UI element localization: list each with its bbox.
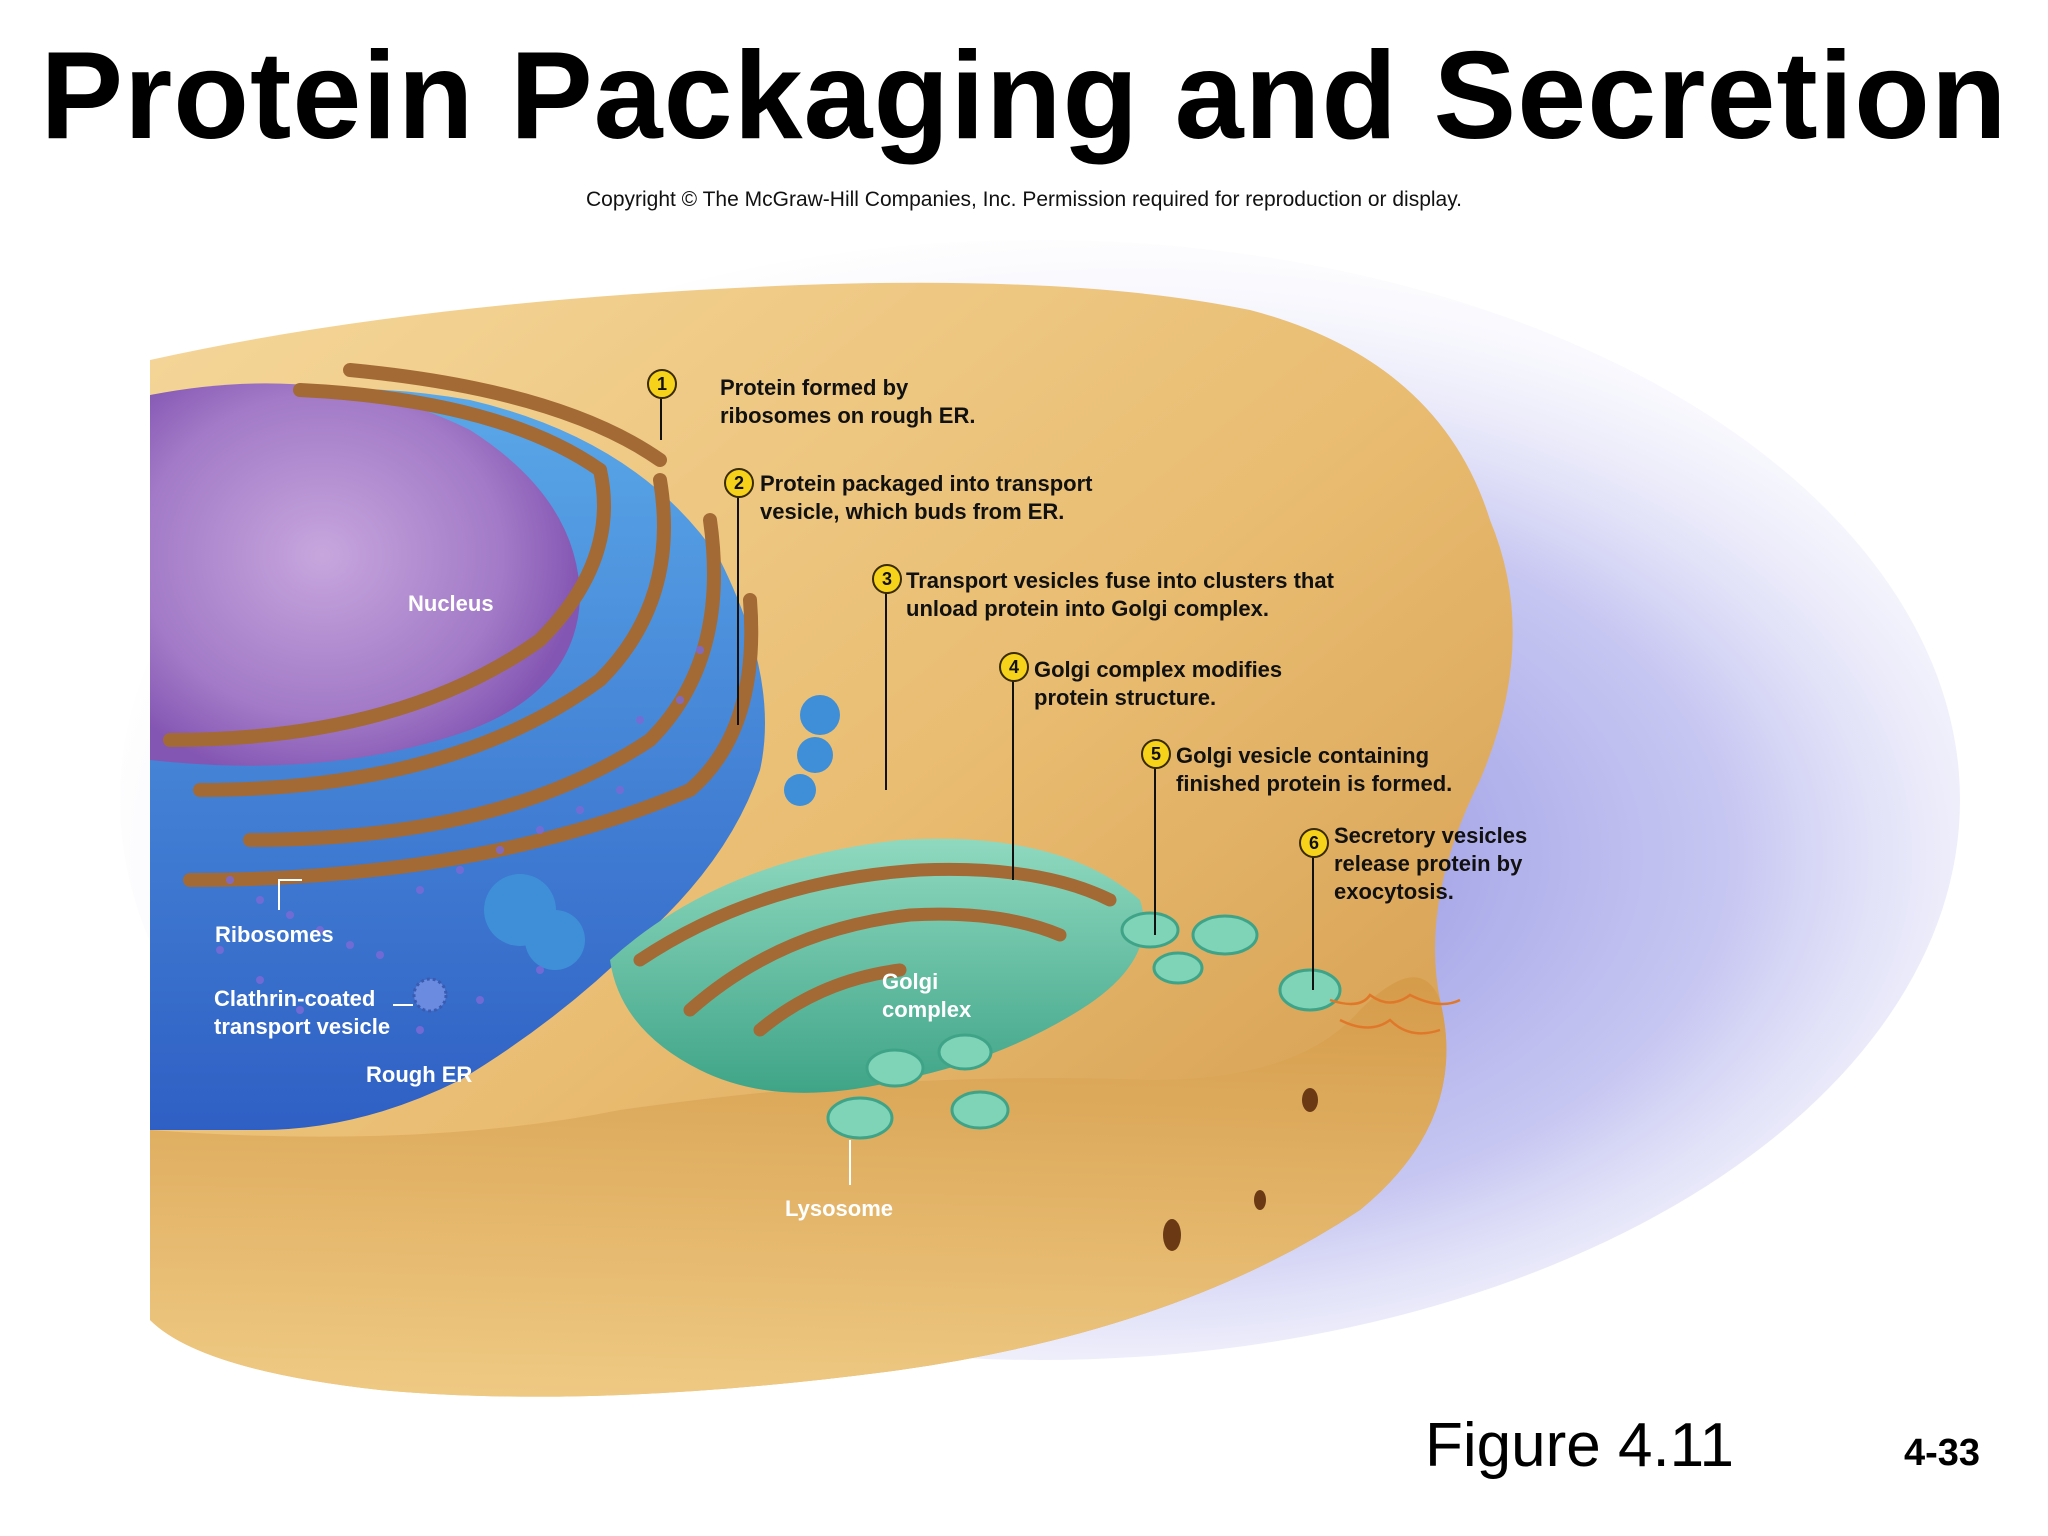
step-3-text: Transport vesicles fuse into clusters th… xyxy=(906,568,1334,621)
step-5-text: Golgi vesicle containing finished protei… xyxy=(1176,743,1453,796)
step-1-text: Protein formed by ribosomes on rough ER. xyxy=(720,375,976,428)
step-6-text: Secretory vesicles release protein by ex… xyxy=(1334,823,1528,904)
figure-caption: Figure 4.11 xyxy=(1425,1411,1735,1480)
nucleus-label: Nucleus xyxy=(408,591,494,616)
golgi-cisternae xyxy=(633,862,1117,1037)
page-number: 4-33 xyxy=(1904,1432,1981,1474)
cell-cut-surface xyxy=(150,977,1447,1397)
clathrin-vesicle-label: Clathrin-coated transport vesicle xyxy=(214,986,391,1039)
er-cisternae xyxy=(163,363,759,887)
ribosomes-label: Ribosomes xyxy=(215,922,334,947)
ribosomes xyxy=(216,646,704,1034)
lysosome-label: Lysosome xyxy=(785,1196,894,1221)
step-marker-3: 3 xyxy=(872,564,902,594)
membrane-pores xyxy=(1163,1088,1318,1251)
leader-lines xyxy=(660,397,1314,990)
protein-strands xyxy=(1329,993,1461,1035)
step-marker-2: 2 xyxy=(724,468,754,498)
copyright-notice: Copyright © The McGraw-Hill Companies, I… xyxy=(585,188,1463,211)
clathrin-vesicle xyxy=(412,977,448,1013)
rough-er-label: Rough ER xyxy=(366,1062,473,1087)
golgi-vesicles xyxy=(826,911,1342,1140)
step-marker-5: 5 xyxy=(1141,739,1171,769)
nucleus xyxy=(150,383,580,766)
label-leaders xyxy=(278,879,851,1185)
page-title: Protein Packaging and Secretion xyxy=(40,27,2008,165)
step-2-text: Protein packaged into transport vesicle,… xyxy=(760,471,1093,524)
step-marker-6: 6 xyxy=(1299,828,1329,858)
step-marker-4: 4 xyxy=(999,652,1029,682)
step-4-text: Golgi complex modifies protein structure… xyxy=(1034,657,1283,710)
golgi-complex-label: Golgi complex xyxy=(882,969,972,1022)
step-marker-1: 1 xyxy=(647,369,677,399)
transport-blobs xyxy=(484,695,840,970)
